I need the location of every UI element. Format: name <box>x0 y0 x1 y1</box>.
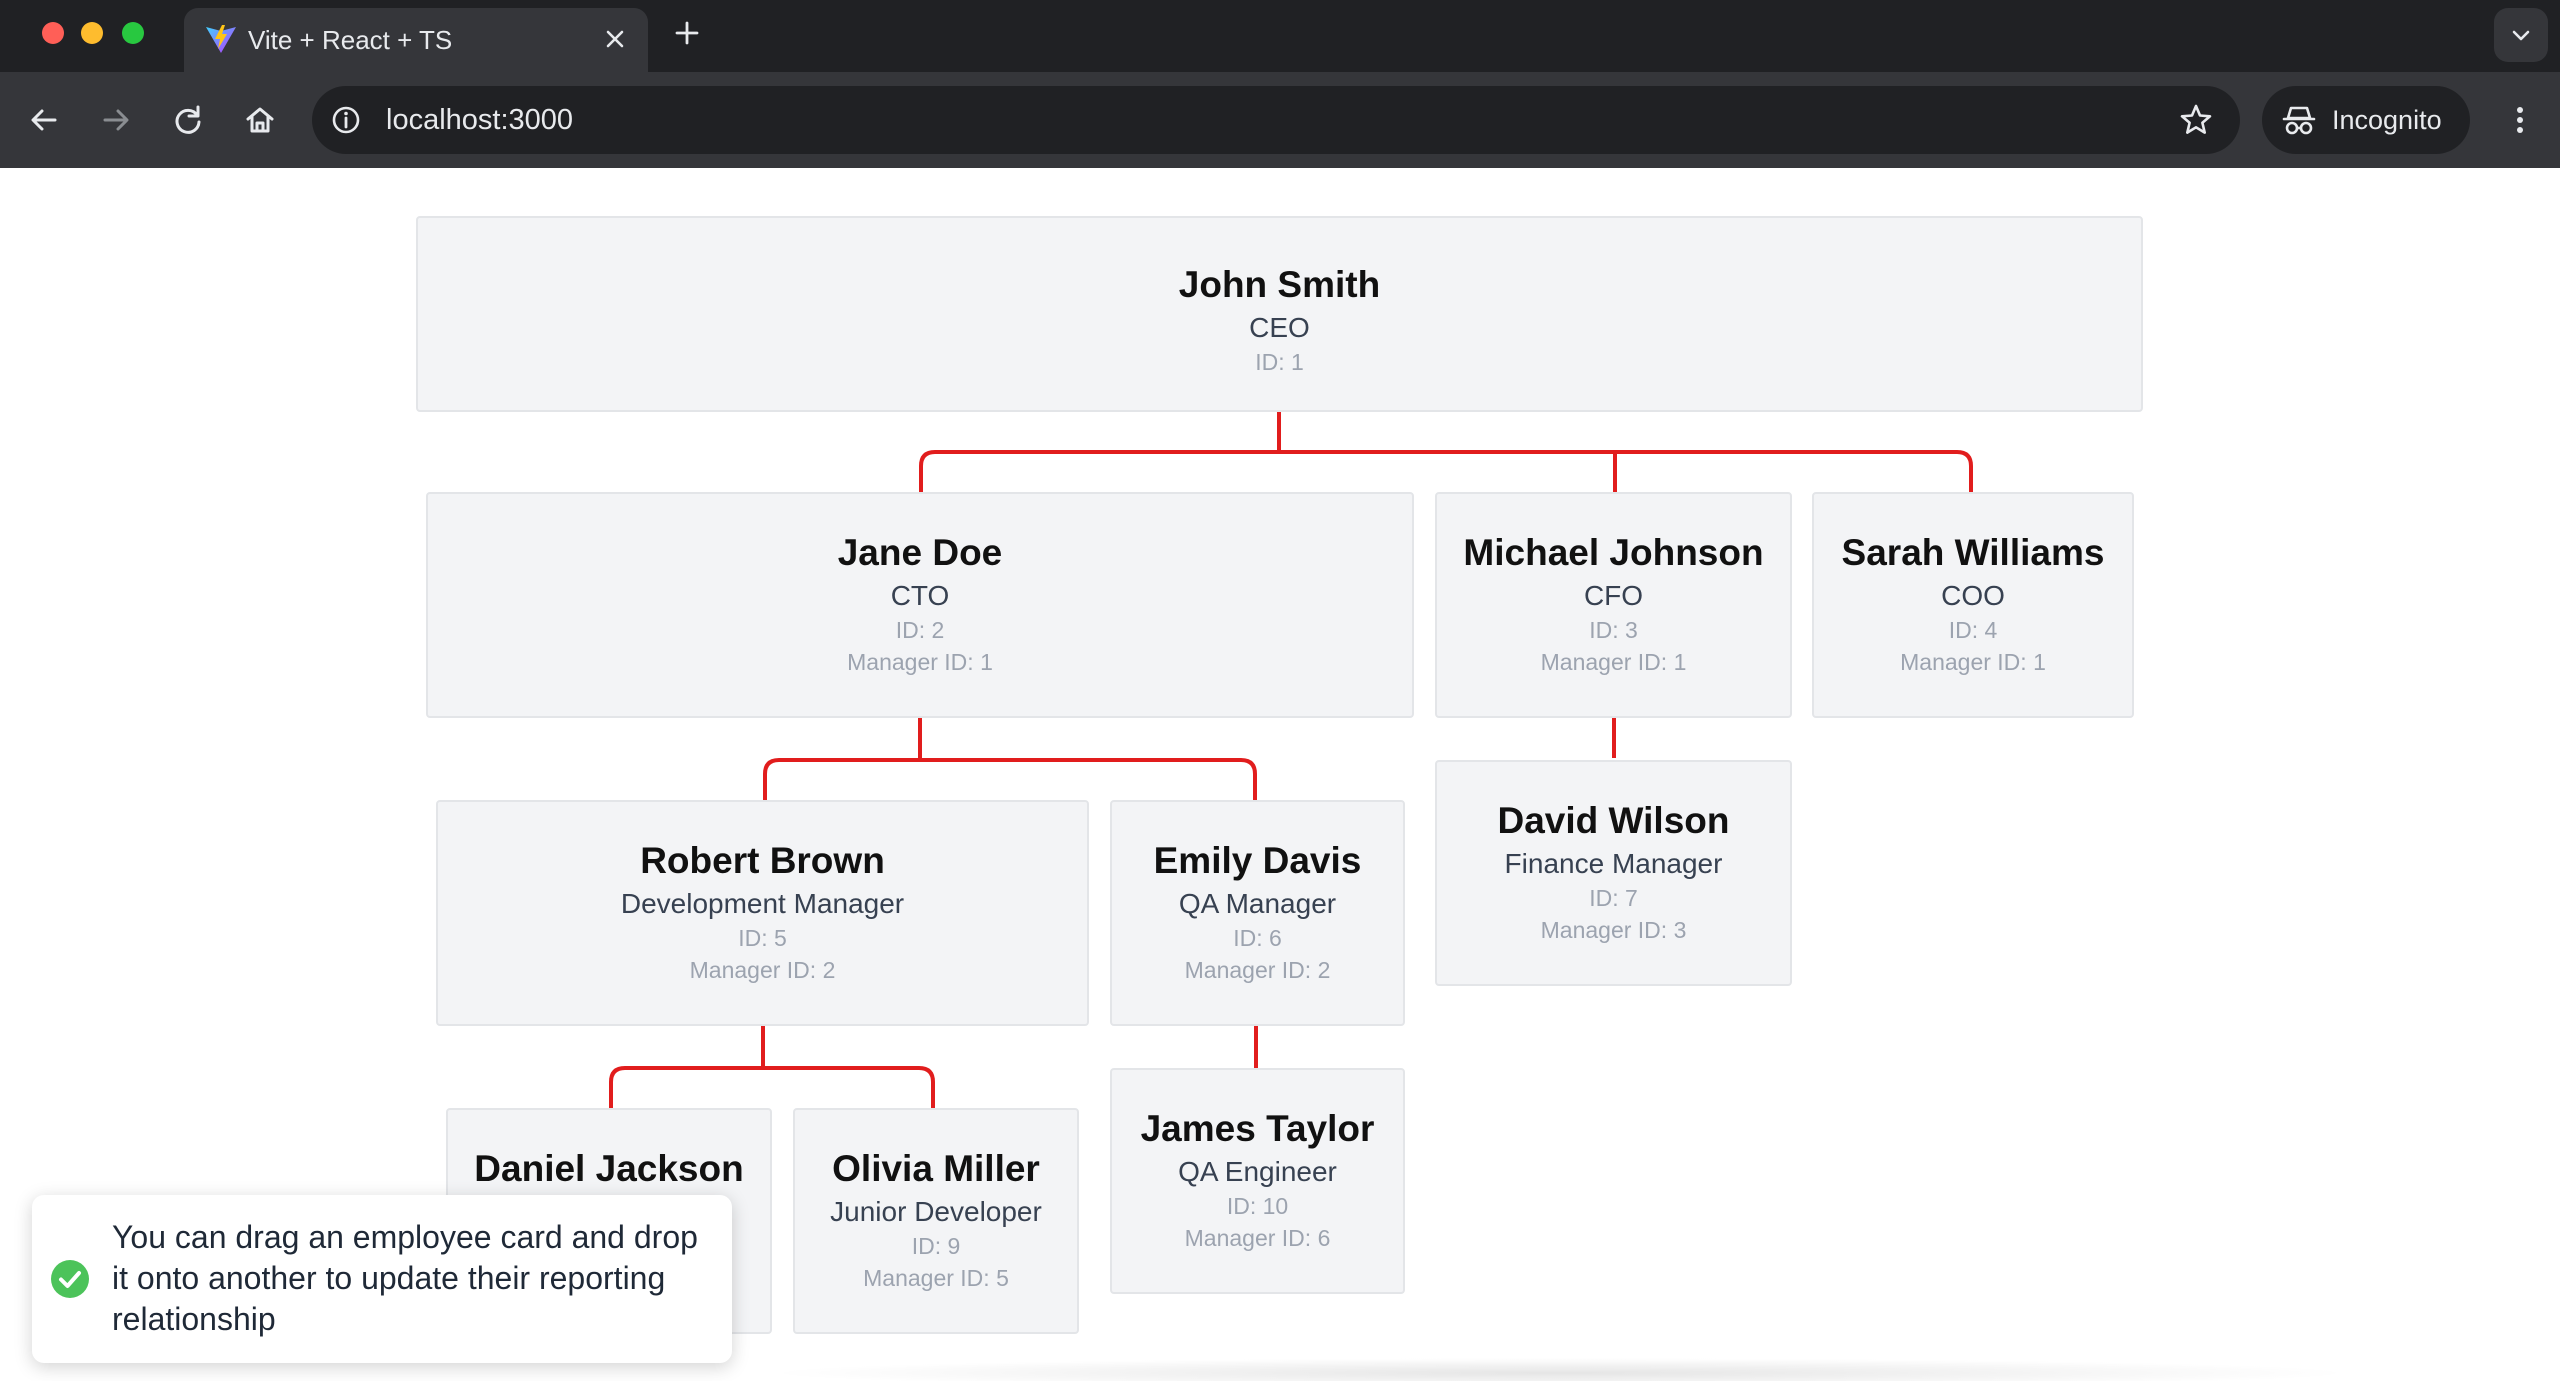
employee-manager-id: Manager ID: 2 <box>689 957 836 983</box>
employee-id: ID: 6 <box>1233 925 1282 951</box>
employee-card-coo[interactable]: Sarah Williams COO ID: 4 Manager ID: 1 <box>1812 492 2134 718</box>
employee-title: CFO <box>1583 580 1644 611</box>
employee-id: ID: 9 <box>911 1233 961 1259</box>
close-tab-icon[interactable] <box>600 24 630 54</box>
employee-name: Emily Davis <box>1153 840 1362 881</box>
employee-id: ID: 2 <box>895 617 945 643</box>
employee-name: John Smith <box>1178 264 1381 305</box>
close-window-button[interactable] <box>42 22 64 44</box>
back-arrow-icon[interactable] <box>24 100 64 140</box>
employee-card-ceo[interactable]: John Smith CEO ID: 1 <box>416 216 2143 412</box>
employee-title: Development Manager <box>620 888 905 919</box>
browser-tab[interactable]: Vite + React + TS <box>184 8 648 72</box>
employee-manager-id: Manager ID: 1 <box>847 649 993 675</box>
employee-manager-id: Manager ID: 1 <box>1540 649 1687 675</box>
employee-name: David Wilson <box>1497 800 1730 841</box>
employee-id: ID: 5 <box>738 925 787 951</box>
employee-manager-id: Manager ID: 5 <box>863 1265 1009 1291</box>
vite-logo-icon <box>206 25 236 53</box>
employee-title: QA Manager <box>1178 888 1337 919</box>
incognito-label: Incognito <box>2332 105 2442 135</box>
employee-name: Olivia Miller <box>832 1148 1040 1189</box>
minimize-window-button[interactable] <box>81 22 103 44</box>
employee-card-finance-manager[interactable]: David Wilson Finance Manager ID: 7 Manag… <box>1435 760 1792 986</box>
browser-toolbar: localhost:3000 Incognito <box>0 72 2560 168</box>
maximize-window-button[interactable] <box>122 22 144 44</box>
address-bar[interactable]: localhost:3000 <box>312 86 2240 154</box>
employee-name: James Taylor <box>1140 1108 1375 1149</box>
bookmark-star-icon[interactable] <box>2178 102 2214 138</box>
connector-cto-to-managers <box>763 718 1257 800</box>
toast-message: You can drag an employee card and drop i… <box>112 1219 698 1337</box>
bottom-shadow <box>760 1358 2360 1381</box>
employee-id: ID: 1 <box>1255 349 1304 375</box>
more-options-icon[interactable] <box>2500 100 2540 140</box>
check-circle-icon <box>51 1260 89 1298</box>
employee-id: ID: 7 <box>1589 885 1638 911</box>
employee-title: CEO <box>1249 312 1310 343</box>
reload-icon[interactable] <box>168 100 208 140</box>
employee-card-qa-manager[interactable]: Emily Davis QA Manager ID: 6 Manager ID:… <box>1110 800 1405 1026</box>
employee-card-development-manager[interactable]: Robert Brown Development Manager ID: 5 M… <box>436 800 1089 1026</box>
connector-devmanager-to-developers <box>609 1026 935 1108</box>
employee-card-junior-developer[interactable]: Olivia Miller Junior Developer ID: 9 Man… <box>793 1108 1079 1334</box>
employee-card-cto[interactable]: Jane Doe CTO ID: 2 Manager ID: 1 <box>426 492 1414 718</box>
employee-name: Robert Brown <box>640 840 885 881</box>
employee-title: QA Engineer <box>1178 1156 1337 1187</box>
org-chart-connectors <box>609 412 1973 1108</box>
url-text: localhost:3000 <box>386 104 574 136</box>
employee-card-qa-engineer[interactable]: James Taylor QA Engineer ID: 10 Manager … <box>1110 1068 1405 1294</box>
employee-name: Sarah Williams <box>1841 532 2105 573</box>
site-info-icon[interactable] <box>328 102 364 138</box>
employee-title: CTO <box>890 580 950 611</box>
employee-name: Michael Johnson <box>1463 532 1764 573</box>
employee-title: Finance Manager <box>1504 848 1723 879</box>
employee-title: COO <box>1941 580 2005 611</box>
tab-search-button[interactable] <box>2494 8 2548 62</box>
browser-tabstrip: Vite + React + TS <box>0 0 2560 72</box>
employee-name: Jane Doe <box>837 532 1003 573</box>
incognito-icon <box>2282 106 2316 135</box>
home-icon[interactable] <box>240 100 280 140</box>
tab-title: Vite + React + TS <box>248 25 453 55</box>
employee-id: ID: 3 <box>1589 617 1638 643</box>
employee-manager-id: Manager ID: 2 <box>1184 957 1331 983</box>
incognito-profile-button[interactable]: Incognito <box>2262 86 2470 154</box>
info-toast[interactable]: You can drag an employee card and drop i… <box>32 1195 732 1363</box>
employee-manager-id: Manager ID: 6 <box>1184 1225 1331 1251</box>
page-content: John Smith CEO ID: 1 Jane Doe CTO ID: 2 … <box>0 168 2560 1381</box>
connector-ceo-to-executives <box>919 412 1973 492</box>
forward-arrow-icon[interactable] <box>96 100 136 140</box>
employee-name: Daniel Jackson <box>474 1148 744 1189</box>
employee-manager-id: Manager ID: 3 <box>1540 917 1687 943</box>
employee-title: Junior Developer <box>830 1196 1042 1227</box>
employee-id: ID: 4 <box>1948 617 1998 643</box>
employee-id: ID: 10 <box>1226 1193 1289 1219</box>
new-tab-icon[interactable] <box>672 18 702 48</box>
employee-manager-id: Manager ID: 1 <box>1900 649 2046 675</box>
chevron-down-icon <box>2512 30 2530 41</box>
employee-card-cfo[interactable]: Michael Johnson CFO ID: 3 Manager ID: 1 <box>1435 492 1792 718</box>
